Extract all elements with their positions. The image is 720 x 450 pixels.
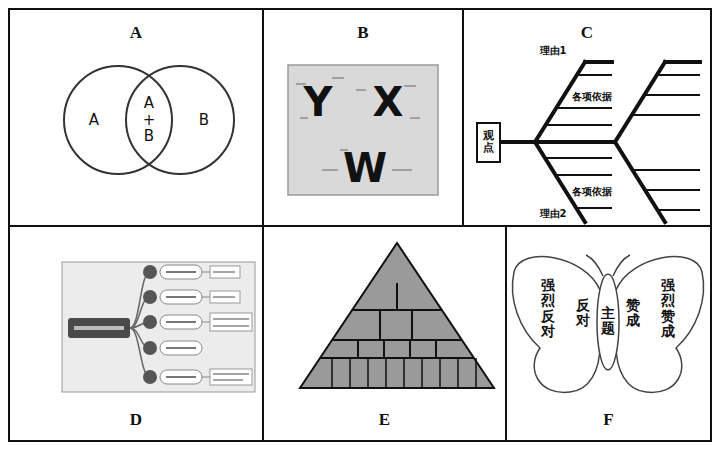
fish-spine (500, 140, 615, 144)
stance-label: 强烈反对 (541, 278, 555, 340)
pyramid-division (358, 283, 436, 358)
reason-label: 理由1 (540, 45, 567, 56)
set-label: B (199, 112, 209, 129)
panel-letter: C (581, 24, 593, 43)
fish-arm (585, 60, 612, 64)
butterfly-wing-left (512, 257, 600, 393)
panel-letter: B (357, 24, 368, 43)
screenshot-frame (62, 262, 255, 392)
mindmap-items (143, 265, 252, 385)
venn-circle-line (126, 66, 234, 174)
photo-frame (288, 65, 438, 195)
venn-circle: B (125, 65, 235, 175)
mindmap-pill-text (166, 272, 196, 377)
panel-letter: D (130, 411, 142, 430)
panel-frame: E (262, 225, 507, 442)
topic-label: 主题 (601, 306, 615, 337)
stance-label: 赞成 (626, 298, 640, 329)
butterfly-wing-right (616, 257, 704, 393)
mindmap-root (68, 318, 130, 338)
viewpoint-box: 观点 (476, 122, 501, 163)
fishbone (500, 62, 700, 222)
evidence-label: 各项依据 (572, 186, 612, 197)
evidence-label: 各项依据 (572, 91, 612, 102)
butterfly-body (597, 274, 619, 370)
venn-outline (125, 65, 235, 175)
panel-frame: B (262, 8, 464, 227)
venn-overlap-label: A + B (140, 95, 158, 145)
venn-outline (63, 65, 173, 175)
fish-arm (665, 60, 700, 64)
stance-label: 强烈赞成 (661, 278, 675, 340)
fish-rib (632, 75, 700, 210)
letter-glyph: X (373, 80, 404, 124)
panel-letter: E (379, 411, 390, 430)
pyramid-body (300, 243, 494, 388)
pyramid (300, 243, 494, 388)
venn-circle: A (63, 65, 173, 175)
mindmap-note (210, 369, 252, 385)
viewpoint-text: 观点 (483, 130, 494, 154)
fish-rib (545, 75, 612, 208)
fish-chevron (535, 62, 585, 222)
pyramid-level (320, 310, 474, 358)
mindmap-icon (143, 341, 157, 355)
mindmap-note-text (213, 272, 249, 380)
panel-letter: A (130, 24, 142, 43)
butterfly (512, 255, 703, 392)
letter-glyph: W (343, 146, 387, 190)
letter-glyph: Y (304, 80, 333, 124)
mindmap-icon (143, 370, 157, 384)
panel-frame: D (8, 225, 264, 442)
fish-chevron (615, 62, 665, 222)
venn-circle-line (64, 66, 172, 174)
fish-ribs (545, 75, 700, 210)
mindmap-note (210, 313, 252, 331)
mindmap-icon (143, 290, 157, 304)
pyramid-division (332, 358, 476, 388)
butterfly-antenna (586, 255, 630, 276)
stance-label: 反对 (576, 298, 590, 329)
panel-frame: A A B (8, 8, 264, 227)
reason-label: 理由2 (540, 208, 567, 219)
mindmap-root-line (74, 326, 124, 330)
mindmap-icon (143, 315, 157, 329)
mindmap-leader (202, 272, 210, 377)
panel-letter: F (603, 411, 613, 430)
mindmap-icon (143, 265, 157, 279)
set-label: A (89, 112, 99, 129)
